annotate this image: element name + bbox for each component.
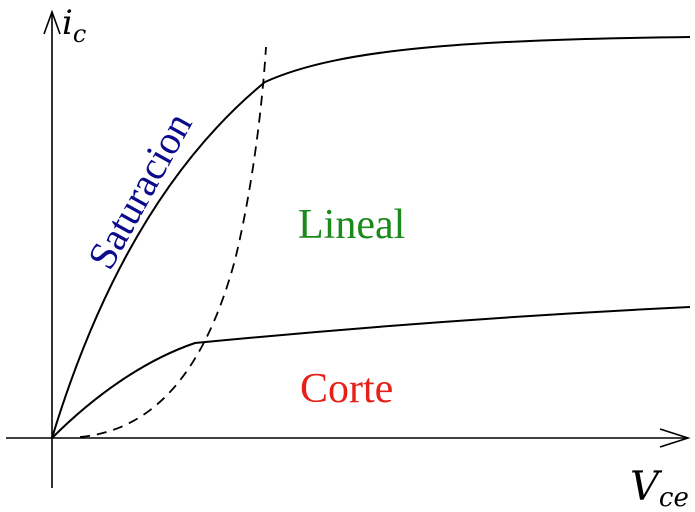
- y-axis-label: ic: [62, 3, 86, 48]
- saturation-boundary-dashed-curve: [79, 46, 267, 438]
- y-axis-arrowhead: [43, 9, 61, 35]
- upper-characteristic-curve: [51, 36, 691, 439]
- lower-characteristic-curve: [51, 306, 691, 439]
- cutoff-region-label: Corte: [300, 366, 393, 412]
- saturation-region-label: Saturacion: [79, 105, 201, 276]
- linear-region-label: Lineal: [298, 202, 405, 248]
- x-axis-label: Vce: [630, 464, 689, 512]
- x-axis-arrowhead: [659, 428, 691, 448]
